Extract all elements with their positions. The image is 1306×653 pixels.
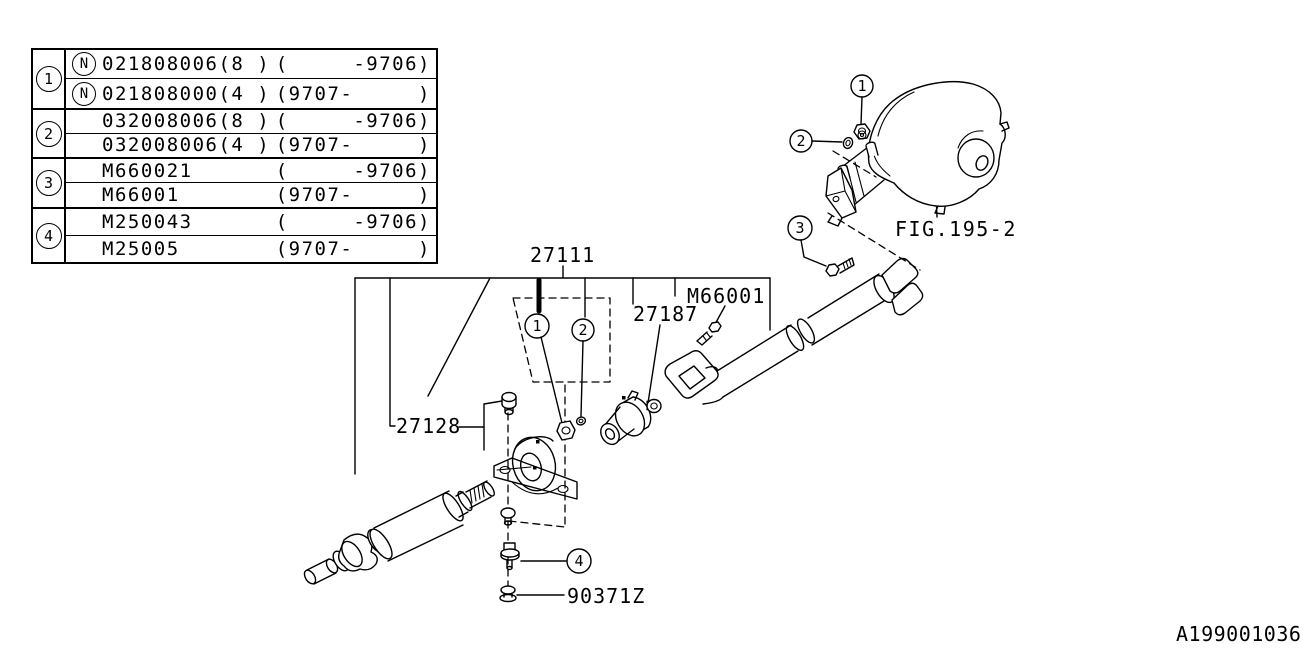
part-code: 021808000(4 ) <box>102 82 271 105</box>
table-row: 032008006(8 ) ( -9706) <box>66 110 436 134</box>
callout-1-balloon: 1 <box>524 313 563 424</box>
ref-cell-2: 2 <box>33 110 66 157</box>
date-range: ( -9706) <box>275 53 431 75</box>
svg-text:1: 1 <box>857 77 866 95</box>
date-range: ( -9706) <box>275 159 431 182</box>
lock-washer <box>575 416 587 426</box>
date-range: (9707- ) <box>275 184 431 206</box>
table-group-1: 1 N 021808006(8 ) ( -9706) N 021808000(4… <box>33 50 436 110</box>
front-propeller-shaft <box>303 480 495 585</box>
ref-4-circle: 4 <box>35 222 62 249</box>
table-row: M660021 ( -9706) <box>66 159 436 183</box>
bolt-m66001 <box>696 321 722 346</box>
part-code: 032008006(8 ) <box>102 110 271 133</box>
flange-washer <box>646 398 662 414</box>
svg-text:2: 2 <box>796 132 805 150</box>
ref-3-circle: 3 <box>35 170 62 196</box>
part-code: 032008006(4 ) <box>102 134 271 157</box>
callout-2-balloon-diff: 2 <box>789 129 843 153</box>
table-row: N 021808000(4 ) (9707- ) <box>66 79 436 108</box>
drawing-id: A199001036 <box>1176 622 1301 646</box>
table-row: M250043 ( -9706) <box>66 209 436 236</box>
center-bearing-assembly <box>493 384 578 603</box>
leader-structure <box>354 265 771 475</box>
rear-propeller-shaft <box>664 257 924 405</box>
date-range: (9707- ) <box>275 237 431 260</box>
table-group-4: 4 M250043 ( -9706) M25005 (9707- ) <box>33 209 436 262</box>
part-code: M250043 <box>102 210 193 233</box>
callout-1-balloon-diff: 1 <box>850 74 874 125</box>
label-fig-ref: FIG.195-2 <box>895 217 1017 241</box>
table-group-3: 3 M660021 ( -9706) M66001 (9707- ) <box>33 159 436 209</box>
ref-cell-3: 3 <box>33 159 66 207</box>
shaft-nut <box>556 420 576 441</box>
table-row: M25005 (9707- ) <box>66 236 436 263</box>
ref-2-circle: 2 <box>35 120 62 147</box>
bolt-c3 <box>825 257 855 277</box>
mount-bolt <box>500 542 520 571</box>
bracket-bolt-lower <box>500 507 516 526</box>
label-flange: 27187 <box>633 302 698 326</box>
svg-text:4: 4 <box>574 552 583 570</box>
label-propeller-shaft: 27111 <box>530 243 595 267</box>
table-row: N 021808006(8 ) ( -9706) <box>66 50 436 79</box>
callout-4-balloon: 4 <box>566 548 592 574</box>
label-grommet: 90371Z <box>567 584 645 608</box>
ref-1-circle: 1 <box>35 66 62 92</box>
svg-text:1: 1 <box>532 317 541 335</box>
parts-table: 1 N 021808006(8 ) ( -9706) N 021808000(4… <box>31 48 438 264</box>
svg-text:3: 3 <box>795 219 804 237</box>
n-circle-icon: N <box>72 52 96 76</box>
part-code: M66001 <box>102 184 180 206</box>
part-code: M25005 <box>102 237 180 260</box>
n-circle-icon: N <box>72 81 96 106</box>
ref-cell-1: 1 <box>33 50 66 108</box>
date-range: ( -9706) <box>275 210 431 233</box>
ref-cell-4: 4 <box>33 209 66 262</box>
part-code: M660021 <box>102 159 193 182</box>
grommet <box>499 585 517 603</box>
table-row: M66001 (9707- ) <box>66 183 436 207</box>
rear-differential <box>825 81 1010 271</box>
date-range: (9707- ) <box>275 134 431 157</box>
label-center-bearing: 27128 <box>396 414 461 438</box>
date-range: ( -9706) <box>275 110 431 133</box>
svg-text:2: 2 <box>578 321 587 339</box>
table-group-2: 2 032008006(8 ) ( -9706) 032008006(4 ) (… <box>33 110 436 159</box>
companion-flange <box>600 390 652 446</box>
callout-3-balloon: 3 <box>787 215 827 267</box>
label-bolt-m66001: M66001 <box>687 284 765 308</box>
table-row: 032008006(4 ) (9707- ) <box>66 134 436 158</box>
callout-2-balloon: 2 <box>571 318 595 417</box>
part-code: 021808006(8 ) <box>102 53 271 75</box>
bracket-bolt-upper <box>501 391 517 416</box>
date-range: (9707- ) <box>275 82 431 105</box>
